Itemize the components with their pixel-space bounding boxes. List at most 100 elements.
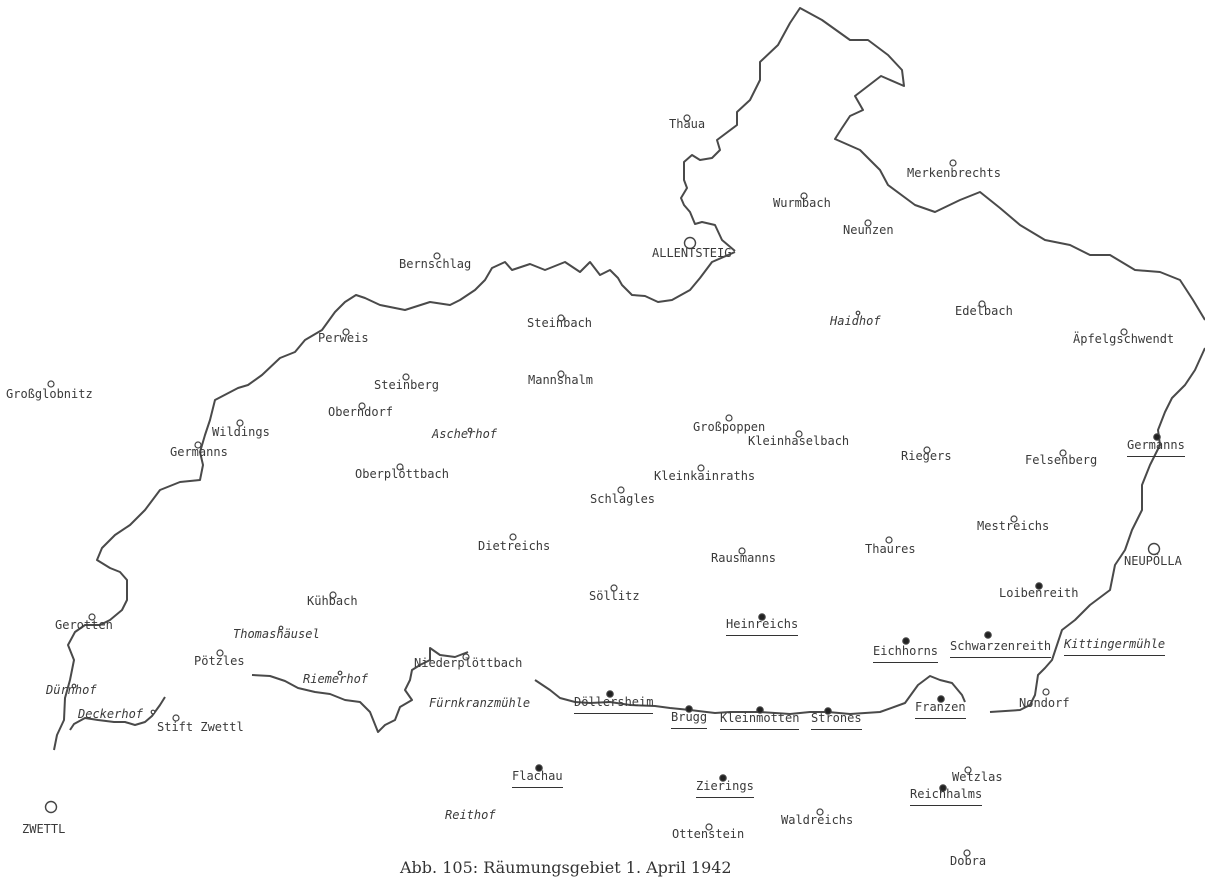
place-label-niederploettbach: Niederplöttbach — [414, 656, 523, 670]
place-label-grosspoppen: Großpoppen — [693, 420, 766, 434]
place-marker-strones — [824, 707, 832, 715]
place-marker-mannshalm — [557, 370, 565, 378]
place-marker-ottenstein — [705, 823, 713, 831]
place-marker-loibenreith — [1035, 582, 1043, 590]
place-marker-wetzlas — [939, 784, 947, 792]
place-label-wurmbach: Wurmbach — [773, 196, 831, 210]
place-marker-wildings — [236, 419, 244, 427]
place-marker-schlagles — [617, 486, 625, 494]
place-label-oberndorf: Oberndorf — [328, 405, 394, 419]
boundary-line — [251, 647, 469, 733]
place-label-franzen: Franzen — [915, 700, 966, 719]
place-label-riegers: Riegers — [901, 449, 952, 463]
place-label-thaua: Thaua — [669, 117, 706, 131]
place-marker-niederploettbach — [462, 653, 470, 661]
place-label-kleinkainraths: Kleinkainraths — [654, 469, 756, 483]
place-marker-kuehbach — [329, 591, 337, 599]
place-label-edelbach: Edelbach — [955, 304, 1013, 318]
place-marker-kleinhaselbach — [795, 430, 803, 438]
place-label-duernhof: Dürnhof — [46, 683, 97, 697]
boundary-line — [989, 347, 1205, 713]
place-markers — [44, 114, 1161, 857]
place-label-stiftzwettl: Stift Zwettl — [157, 720, 244, 734]
place-marker-zierings — [719, 774, 727, 782]
place-marker-franzen — [937, 695, 945, 703]
place-marker-edelbach — [978, 300, 986, 308]
place-label-ascherhof: Ascherhof — [432, 427, 498, 441]
place-marker-eichhorns — [902, 637, 910, 645]
place-marker-bernschlag — [433, 252, 441, 260]
place-label-schlagles: Schlagles — [590, 492, 656, 506]
place-label-reithof: Reithof — [445, 808, 496, 822]
place-label-merkenbrechts: Merkenbrechts — [907, 166, 1001, 180]
place-label-oberploettbach: Oberplöttbach — [355, 467, 449, 481]
place-marker-grosspoppen — [725, 414, 733, 422]
place-marker-neupoella — [1147, 542, 1161, 556]
place-marker-riemerhof — [337, 670, 343, 676]
place-marker-oberploettbach — [396, 463, 404, 471]
place-label-steinberg: Steinberg — [374, 378, 440, 392]
place-marker-germanns_w — [194, 441, 202, 449]
place-label-kittingermuehle: Kittingermühle — [1064, 637, 1166, 656]
place-marker-neunzen — [864, 219, 872, 227]
place-marker-ascherhof — [467, 427, 473, 433]
place-marker-steinberg — [402, 373, 410, 381]
place-label-haidhof: Haidhof — [830, 314, 881, 328]
place-label-riemerhof: Riemerhof — [303, 672, 369, 686]
place-marker-grossglobnitz — [47, 380, 55, 388]
place-label-reichhalms: Reichhalms — [910, 787, 983, 806]
place-label-kleinhaselbach: Kleinhaselbach — [748, 434, 850, 448]
place-marker-thaures — [885, 536, 893, 544]
place-label-allentsteig: ALLENTSTEIG — [652, 246, 732, 260]
place-marker-duernhof — [71, 683, 77, 689]
place-label-flachau: Flachau — [512, 769, 563, 788]
place-label-soellitz: Söllitz — [589, 589, 640, 603]
place-label-fuernkranzmuehle: Fürnkranzmühle — [429, 696, 531, 710]
place-label-ottenstein: Ottenstein — [672, 827, 745, 841]
place-label-wildings: Wildings — [212, 425, 270, 439]
place-marker-merkenbrechts — [949, 159, 957, 167]
place-label-loibenreith: Loibenreith — [999, 586, 1079, 600]
place-label-nondorf: Nondorf — [1019, 696, 1070, 710]
place-marker-stiftzwettl — [172, 714, 180, 722]
place-marker-schwarzenreith — [984, 631, 992, 639]
place-label-mannshalm: Mannshalm — [528, 373, 594, 387]
place-marker-aepfelgschwendt — [1120, 328, 1128, 336]
place-marker-kleinmotten — [756, 706, 764, 714]
place-label-neunzen: Neunzen — [843, 223, 894, 237]
place-marker-heinreichs — [758, 613, 766, 621]
place-label-germanns_e: Germanns — [1127, 438, 1185, 457]
place-label-heinreichs: Heinreichs — [726, 617, 799, 636]
place-marker-waldreichs — [816, 808, 824, 816]
place-label-eichhorns: Eichhorns — [873, 644, 939, 663]
place-label-deckerhof: Deckerhof — [78, 707, 144, 721]
place-label-doellersheim: Döllersheim — [574, 695, 654, 714]
place-marker-dietreichs — [509, 533, 517, 541]
place-label-mestreichs: Mestreichs — [977, 519, 1050, 533]
place-label-waldreichs: Waldreichs — [781, 813, 854, 827]
place-marker-thomashaeusel — [278, 625, 284, 631]
place-label-neupoella: NEUPÖLLA — [1124, 554, 1182, 568]
boundary-line — [53, 251, 736, 751]
place-label-poetzles: Pötzles — [194, 654, 245, 668]
place-marker-deckerhof — [150, 709, 156, 715]
place-marker-perweis — [342, 328, 350, 336]
place-label-strones: Strones — [811, 711, 862, 730]
place-marker-haidhof — [855, 310, 861, 316]
place-label-schwarzenreith: Schwarzenreith — [950, 639, 1052, 658]
place-label-kuehbach: Kühbach — [307, 594, 358, 608]
boundary-line — [680, 7, 1205, 321]
place-marker-nondorf — [1042, 688, 1050, 696]
place-marker-wurmbach — [800, 192, 808, 200]
place-marker-reichhalms — [964, 766, 972, 774]
place-label-gerotten: Gerotten — [55, 618, 113, 632]
place-marker-soellitz — [610, 584, 618, 592]
place-label-zwettl: ZWETTL — [22, 822, 66, 836]
place-marker-dobra — [963, 849, 971, 857]
place-marker-doellersheim — [606, 690, 614, 698]
place-label-kleinmotten: Kleinmotten — [720, 711, 800, 730]
place-label-thaures: Thaures — [865, 542, 916, 556]
place-marker-riegers — [923, 446, 931, 454]
